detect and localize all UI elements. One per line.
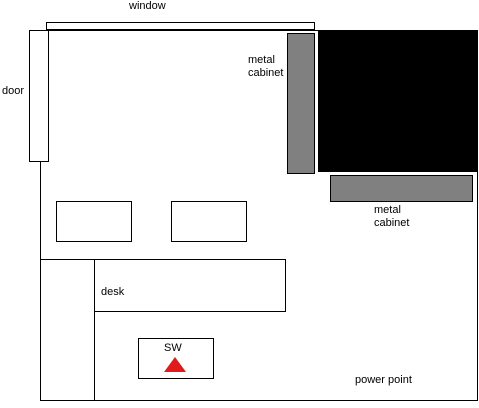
table-right [171, 201, 247, 242]
metal-cabinet-label-bottom: metal cabinet [374, 204, 410, 229]
door [29, 30, 49, 162]
desk-horizontal [94, 259, 286, 312]
switch-label: SW [164, 342, 182, 354]
power-point-label: power point [355, 374, 412, 386]
metal-cabinet-label-left: metal cabinet [248, 54, 284, 79]
black-block [318, 30, 478, 172]
desk-label: desk [101, 286, 125, 298]
window [46, 22, 315, 30]
desk-vertical [40, 259, 95, 401]
metal-cabinet-vertical [287, 33, 315, 174]
switch-triangle-icon [164, 357, 186, 372]
table-left [56, 201, 132, 242]
window-label: window [129, 0, 166, 12]
door-label: door [2, 85, 25, 97]
metal-cabinet-horizontal [330, 175, 473, 202]
